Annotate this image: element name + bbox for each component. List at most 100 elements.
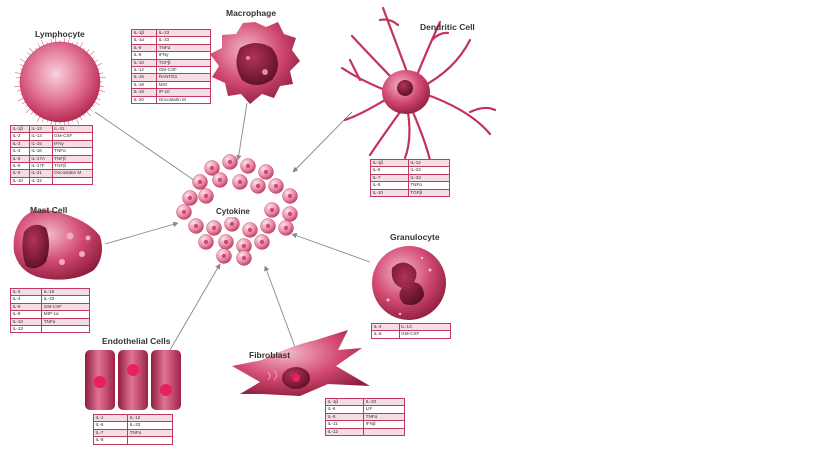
table-cell: IL-23 [407,166,451,175]
table-cell: IL-13 [28,132,53,141]
table-cell: LIF [363,405,405,414]
macrophage-cell [210,22,300,104]
table-cell: IL-6 [92,421,129,430]
lymphocyte-cell [14,36,106,128]
table-cell: IL-15 [130,73,158,82]
table-cell: TNFα [127,428,173,438]
table-row: IL-13 [9,325,90,334]
table-cell: IL-17A [28,154,53,164]
table-cell: IL-7 [370,173,409,183]
table-cell: IL-1 [92,413,129,423]
table-cell: TNFα [41,317,90,327]
table-cell: TGFβ [51,162,94,171]
table-cell: MIG [156,80,211,90]
table-cell: IL-18 [130,80,158,90]
macrophage-title: Macrophage [226,8,277,18]
table-cell: IL-1β [324,397,365,407]
mast-cell [13,209,103,280]
cytokine-label: Cytokine [212,206,254,217]
table-cell: IL-8 [371,330,400,339]
table-cell: IL-2 [10,132,30,141]
dendritic-cell [340,6,497,162]
table-cell: IL-1β [130,28,158,38]
table-cell: IL-10 [9,317,43,327]
table-cell: IL-7 [92,428,129,438]
table-cell: MIP-1α [41,310,90,319]
table-cell: IFNβ [363,420,405,429]
table-cell: IL-31 [51,124,94,134]
arrow-endothelial [169,263,221,351]
table-cell: TNFα [51,147,94,156]
arrow-lymphocyte [94,111,199,184]
arrow-macrophage [236,102,248,161]
table-cell: IL-15 [28,139,53,149]
table-cell: IL-8 [370,181,409,190]
table-cell: IL-4 [9,295,43,304]
table-cell: IL-1α [130,36,158,45]
table-cell: IL-5 [10,154,30,164]
table-cell: IL-6 [370,166,409,175]
dendritic-title: Dendritic Cell [420,22,475,32]
arrow-granulocyte [291,233,371,263]
table-cell: IL-12 [127,413,173,423]
table-cell: GM-CSF [398,330,452,339]
table-cell: IP-10 [156,88,211,97]
granulocyte-cell [372,246,446,320]
table-cell: IL-6 [10,162,30,171]
table-cell: TNFα [407,181,451,190]
table-cell: GM-CSF [41,302,90,312]
table-cell: IL-4 [371,322,400,332]
arrows [94,102,371,351]
arrow-fibroblast [264,265,296,348]
table-cell: IL-21 [28,169,53,178]
granulocyte-title: Granulocyte [390,232,440,242]
arrow-dendritic [292,111,353,173]
table-cell: IL-12 [130,66,158,75]
table-cell: TGFβ [407,188,451,198]
table-cell: Oncostatin M [156,95,211,105]
table-cell: IL-6 [9,302,43,312]
table-cell: IL-33 [41,295,90,304]
table-row: IL-8 [92,436,173,445]
table-row: IL-12 [324,427,405,437]
table-cell: IL-4 [10,147,30,156]
table-cell: IL-8 [92,436,129,445]
table-cell: IL-16 [41,287,90,297]
table-cell: IL-12 [407,158,451,168]
table-cell: TNFα [363,412,405,422]
table-cell: IL-10 [10,176,30,186]
table-cell [51,176,94,186]
cytokine-cluster [176,154,298,266]
table-cell: IL-1β [10,124,30,134]
